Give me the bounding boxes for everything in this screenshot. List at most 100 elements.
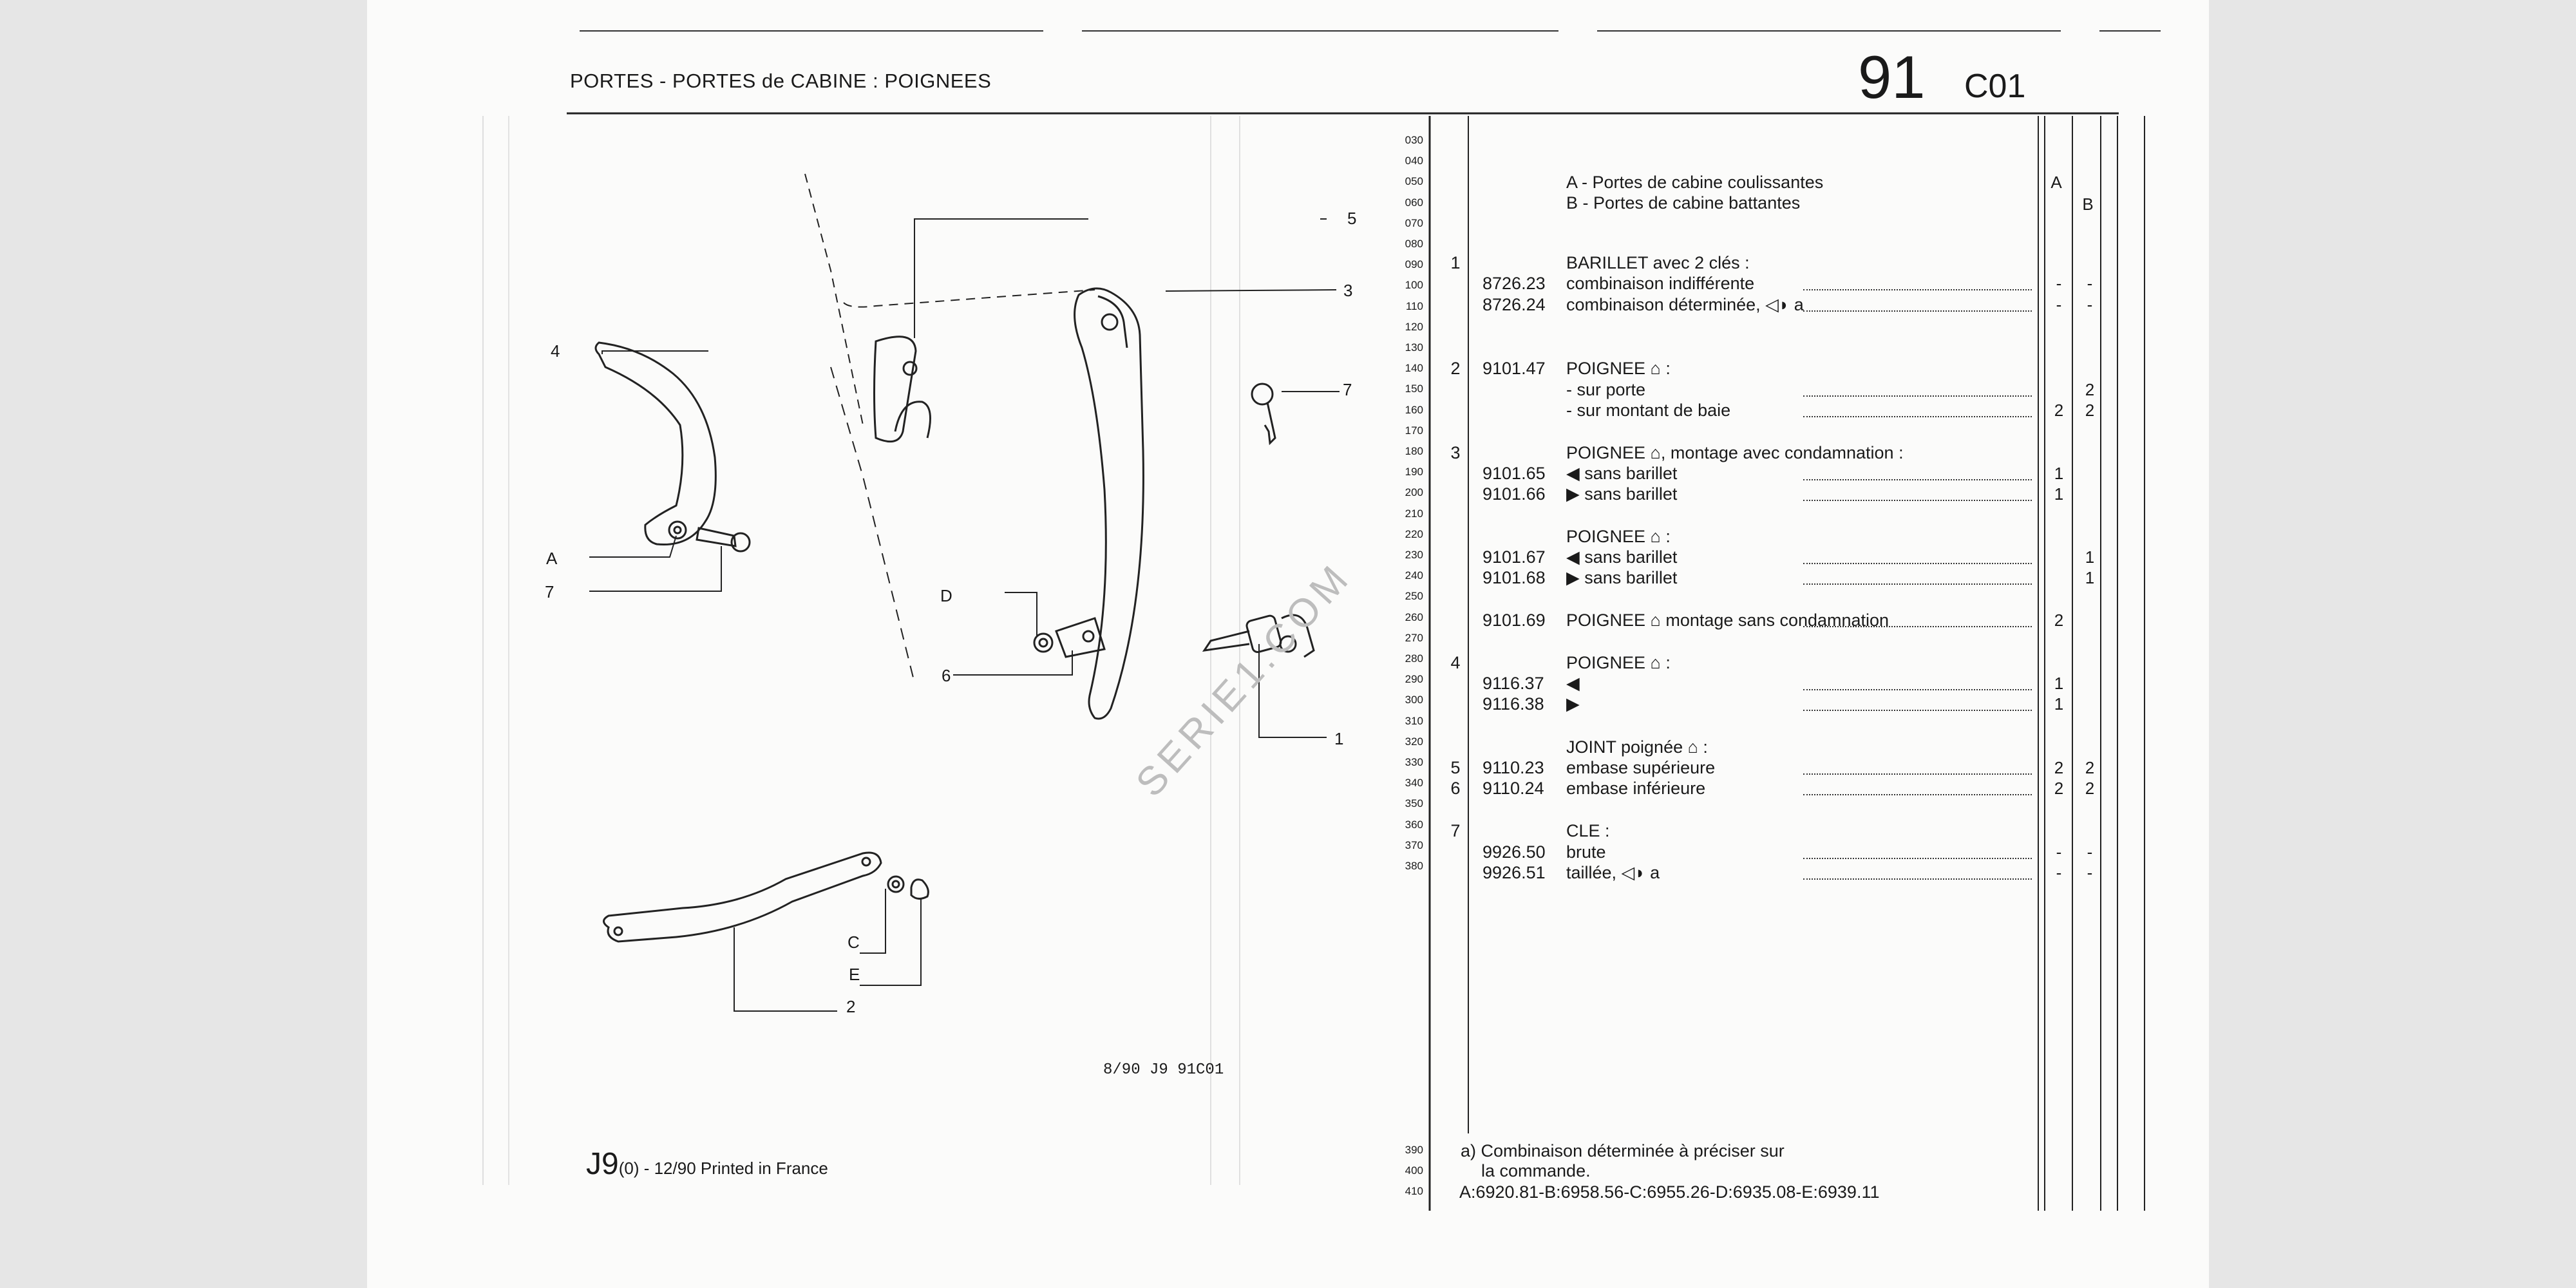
ref-number: 100	[1405, 279, 1423, 292]
column-a-header: A	[2050, 173, 2062, 192]
ref-number: 200	[1405, 486, 1423, 499]
ref-number: 170	[1405, 424, 1423, 437]
ref-number: 090	[1405, 258, 1423, 271]
callout-C: C	[848, 933, 860, 952]
part-description: POIGNEE ⌂ montage sans condamnation	[1566, 611, 1889, 630]
column-b-header: B	[2082, 194, 2094, 214]
dot-leader	[1803, 858, 2032, 859]
footnote-a: a) Combinaison déterminée à préciser sur	[1461, 1141, 1785, 1160]
item-index: 4	[1450, 653, 1461, 672]
part-description: BARILLET avec 2 clés :	[1566, 253, 1750, 272]
dot-leader	[1803, 395, 2032, 397]
quantity-a: 2	[2054, 611, 2064, 630]
dot-leader	[1803, 416, 2032, 417]
gasket-5	[873, 336, 917, 443]
item-index: 7	[1450, 821, 1461, 840]
variant-a: A - Portes de cabine coulissantes	[1566, 173, 1824, 192]
part-description: - sur montant de baie	[1566, 401, 1731, 420]
callout-B: A	[546, 549, 558, 568]
callout-7: 7	[1343, 380, 1352, 399]
ref-number: 240	[1405, 569, 1423, 582]
handle-3	[1074, 287, 1144, 720]
part-number: 8726.24	[1482, 295, 1546, 314]
part-description: brute	[1566, 842, 1606, 862]
quantity-b: 1	[2085, 568, 2095, 587]
quantity-b: -	[2087, 863, 2093, 882]
ref-number: 290	[1405, 673, 1423, 686]
ref-number: 250	[1405, 590, 1423, 603]
ref-number: 110	[1405, 299, 1423, 312]
quantity-a: -	[2056, 842, 2062, 862]
dot-leader	[1803, 773, 2032, 775]
part-description: embase supérieure	[1566, 758, 1716, 777]
part-number: 9926.51	[1482, 863, 1546, 882]
ref-number: 350	[1405, 797, 1423, 810]
quantity-a: 2	[2054, 758, 2064, 777]
ref-number: 280	[1405, 652, 1423, 665]
ref-number: 080	[1405, 238, 1423, 250]
part-description: ▶ sans barillet	[1566, 568, 1678, 587]
part-description: ◀	[1566, 674, 1580, 693]
callout-D: D	[940, 586, 952, 605]
part-description: ▶	[1566, 694, 1580, 714]
part-number: 9926.50	[1482, 842, 1546, 862]
callout-E: E	[849, 965, 860, 984]
ref-number: 130	[1405, 341, 1423, 354]
part-description: embase inférieure	[1566, 779, 1706, 798]
part-description: JOINT poignée ⌂ :	[1566, 737, 1708, 757]
ref-number: 260	[1405, 611, 1423, 623]
part-number: 9101.66	[1482, 484, 1546, 504]
part-description: taillée, ◁◗ a	[1566, 863, 1660, 882]
quantity-a: -	[2056, 295, 2062, 314]
quantity-b: -	[2087, 842, 2093, 862]
dot-leader	[1803, 583, 2032, 585]
ref-number: 330	[1405, 756, 1423, 768]
callout-5: 5	[1347, 209, 1357, 228]
ref-number: 030	[1405, 134, 1423, 146]
publication-suffix: (0) - 12/90 Printed in France	[618, 1159, 828, 1178]
callout-A: 7	[545, 582, 554, 601]
ref-number: 220	[1405, 527, 1423, 540]
ref-number: 190	[1405, 466, 1423, 478]
ref-number: 310	[1405, 714, 1423, 727]
ref-number: 300	[1405, 694, 1423, 706]
part-number: 9110.24	[1482, 779, 1544, 798]
ref-number: 180	[1405, 445, 1423, 457]
quantity-a: 1	[2054, 484, 2064, 504]
item-index: 5	[1450, 758, 1461, 777]
part-description: POIGNEE ⌂ :	[1566, 359, 1671, 378]
quantity-a: 2	[2054, 401, 2064, 420]
part-number: 9110.23	[1482, 758, 1544, 777]
handle-4	[594, 341, 717, 546]
part-description: POIGNEE ⌂, montage avec condamnation :	[1566, 443, 1904, 462]
part-description: combinaison déterminée, ◁◗ a	[1566, 295, 1804, 314]
publication-mark: J9(0) - 12/90 Printed in France	[586, 1146, 828, 1182]
part-description: ◀ sans barillet	[1566, 547, 1678, 567]
part-number: 9101.69	[1482, 611, 1546, 630]
part-description: ▶ sans barillet	[1566, 484, 1678, 504]
ref-number: 070	[1405, 216, 1423, 229]
dot-leader	[1803, 479, 2032, 480]
part-description: - sur porte	[1566, 380, 1646, 399]
part-number: 9101.47	[1482, 359, 1546, 378]
quantity-a: 1	[2054, 464, 2064, 483]
quantity-b: 2	[2085, 380, 2095, 399]
ref-number: 120	[1405, 320, 1423, 333]
barrel-1	[1202, 630, 1250, 652]
callout-3: 3	[1343, 281, 1353, 300]
publication-code: J9	[586, 1147, 619, 1181]
callout-6: 6	[942, 666, 951, 685]
footnote-refs: A:6920.81-B:6958.56-C:6955.26-D:6935.08-…	[1459, 1182, 1880, 1202]
ref-number: 400	[1405, 1164, 1423, 1177]
part-description: POIGNEE ⌂ :	[1566, 527, 1671, 546]
ref-number: 270	[1405, 631, 1423, 644]
quantity-a: 1	[2054, 694, 2064, 714]
ref-number: 340	[1405, 777, 1423, 790]
dot-leader	[1803, 310, 2032, 312]
item-index: 1	[1450, 253, 1461, 272]
callout-4: 4	[551, 341, 560, 361]
dot-leader	[1803, 710, 2032, 711]
drawing-stamp: 8/90 J9 91C01	[1103, 1061, 1224, 1079]
page-title: PORTES - PORTES de CABINE : POIGNEES	[570, 70, 992, 92]
